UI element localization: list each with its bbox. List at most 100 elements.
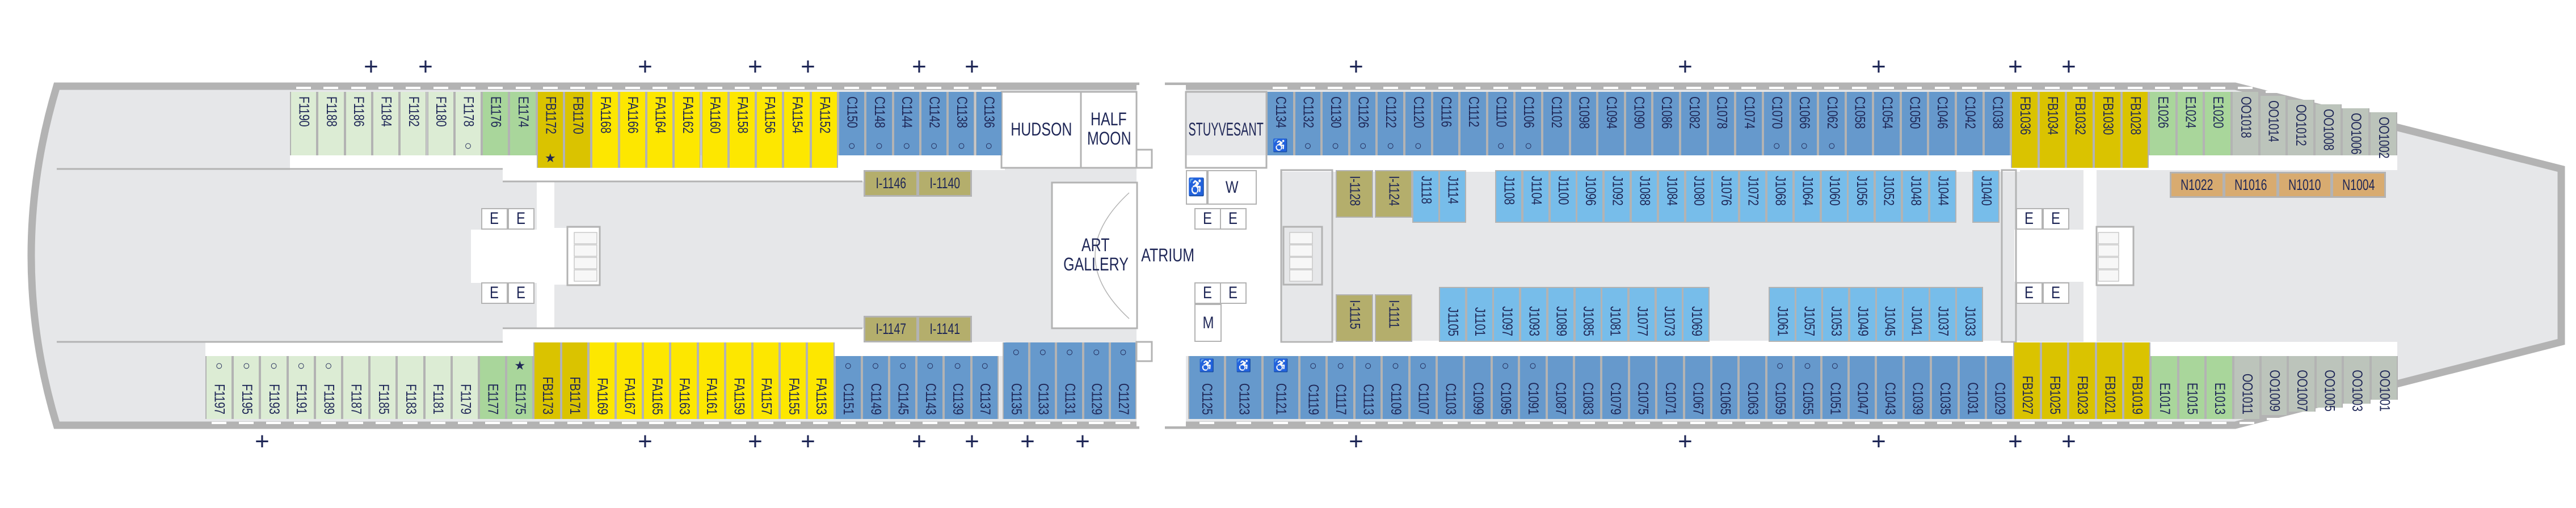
- cabin-C1121[interactable]: ♿C1121: [1262, 356, 1299, 424]
- cabin-C1070[interactable]: C1070○: [1762, 87, 1791, 155]
- elevator[interactable]: E: [481, 208, 508, 230]
- elevator[interactable]: E: [1194, 282, 1221, 304]
- cabin-C1031[interactable]: C1031: [1958, 356, 1986, 424]
- cabin-F1195[interactable]: ○F1195: [233, 356, 260, 424]
- mens-restroom[interactable]: M: [1194, 304, 1222, 342]
- cabin-C1047[interactable]: C1047: [1849, 356, 1876, 424]
- cabin-C1086[interactable]: C1086: [1652, 87, 1680, 155]
- cabin-J1089[interactable]: J1089: [1547, 287, 1575, 342]
- cabin-C1078[interactable]: C1078: [1707, 87, 1736, 155]
- cabin-FA1158[interactable]: FA1158: [728, 87, 756, 168]
- cabin-I-1140[interactable]: I-1140: [917, 170, 972, 197]
- cabin-FB1027[interactable]: FB1027: [2013, 342, 2041, 424]
- cabin-J1081[interactable]: J1081: [1601, 287, 1629, 342]
- cabin-F1193[interactable]: ○F1193: [260, 356, 288, 424]
- cabin-C1098[interactable]: C1098: [1569, 87, 1598, 155]
- cabin-F1187[interactable]: F1187: [342, 356, 370, 424]
- cabin-FB1036[interactable]: FB1036: [2011, 87, 2039, 168]
- cabin-C1144[interactable]: C1144○: [893, 87, 920, 155]
- cabin-C1087[interactable]: C1087: [1546, 356, 1574, 424]
- cabin-J1073[interactable]: J1073: [1655, 287, 1683, 342]
- cabin-OO1006[interactable]: OO1006: [2342, 103, 2369, 155]
- cabin-J1037[interactable]: J1037: [1929, 287, 1957, 342]
- cabin-J1108[interactable]: J1108: [1495, 170, 1522, 223]
- cabin-FA1167[interactable]: FA1167: [616, 342, 643, 424]
- cabin-C1109[interactable]: ○C1109: [1382, 356, 1409, 424]
- venue-stuyvesant[interactable]: STUYVESANT: [1188, 119, 1264, 139]
- cabin-E1015[interactable]: E1015: [2178, 356, 2206, 424]
- cabin-C1039[interactable]: C1039: [1903, 356, 1931, 424]
- cabin-F1182[interactable]: F1182: [399, 87, 427, 155]
- cabin-E1017[interactable]: E1017: [2150, 356, 2178, 424]
- cabin-F1189[interactable]: ○F1189: [314, 356, 342, 424]
- cabin-OO1002[interactable]: OO1002: [2369, 107, 2397, 159]
- cabin-J1061[interactable]: J1061: [1769, 287, 1796, 342]
- cabin-E1024[interactable]: E1024: [2176, 87, 2204, 155]
- cabin-C1127[interactable]: ○C1127: [1109, 342, 1137, 424]
- cabin-C1120[interactable]: C1120○: [1404, 87, 1432, 155]
- cabin-N1010[interactable]: N1010: [2278, 172, 2332, 198]
- cabin-C1095[interactable]: ○C1095: [1491, 356, 1519, 424]
- cabin-C1063[interactable]: C1063: [1739, 356, 1766, 424]
- cabin-FB1170[interactable]: FB1170: [564, 87, 592, 168]
- cabin-F1197[interactable]: ○F1197: [205, 356, 233, 424]
- cabin-J1064[interactable]: J1064: [1793, 170, 1821, 223]
- cabin-C1074[interactable]: C1074: [1735, 87, 1763, 155]
- cabin-C1103[interactable]: C1103: [1437, 356, 1464, 424]
- cabin-F1190[interactable]: F1190: [290, 87, 318, 155]
- cabin-C1038[interactable]: C1038: [1983, 87, 2011, 155]
- cabin-J1104[interactable]: J1104: [1522, 170, 1550, 223]
- cabin-J1114[interactable]: J1114: [1439, 170, 1466, 223]
- cabin-C1042[interactable]: C1042: [1956, 87, 1984, 155]
- cabin-J1076[interactable]: J1076: [1712, 170, 1740, 223]
- cabin-C1082[interactable]: C1082: [1680, 87, 1708, 155]
- cabin-N1016[interactable]: N1016: [2224, 172, 2278, 198]
- cabin-C1117[interactable]: ○C1117: [1327, 356, 1354, 424]
- cabin-C1133[interactable]: ○C1133: [1029, 342, 1057, 424]
- cabin-C1075[interactable]: C1075: [1628, 356, 1657, 424]
- cabin-C1116[interactable]: C1116: [1432, 87, 1460, 155]
- elevator[interactable]: E: [2043, 282, 2069, 304]
- cabin-C1083[interactable]: C1083: [1574, 356, 1602, 424]
- cabin-E1176[interactable]: E1176: [482, 87, 510, 155]
- cabin-C1090[interactable]: C1090: [1624, 87, 1653, 155]
- cabin-F1188[interactable]: F1188: [317, 87, 345, 155]
- cabin-C1059[interactable]: ○C1059: [1766, 356, 1794, 424]
- elevator[interactable]: E: [1220, 208, 1247, 230]
- cabin-FA1157[interactable]: FA1157: [752, 342, 780, 424]
- cabin-FA1168[interactable]: FA1168: [591, 87, 619, 168]
- cabin-C1148[interactable]: C1148○: [865, 87, 893, 155]
- cabin-FA1152[interactable]: FA1152: [810, 87, 838, 168]
- cabin-J1052[interactable]: J1052: [1875, 170, 1902, 223]
- cabin-OO1008[interactable]: OO1008: [2314, 99, 2342, 155]
- elevator[interactable]: E: [2016, 282, 2043, 304]
- cabin-OO1003[interactable]: OO1003: [2343, 356, 2371, 412]
- elevator[interactable]: E: [2043, 208, 2069, 230]
- cabin-FB1030[interactable]: FB1030: [2094, 87, 2122, 168]
- cabin-FB1034[interactable]: FB1034: [2038, 87, 2066, 168]
- cabin-F1191[interactable]: ○F1191: [287, 356, 315, 424]
- cabin-C1125[interactable]: ♿C1125: [1188, 356, 1226, 424]
- cabin-C1035[interactable]: C1035: [1931, 356, 1959, 424]
- cabin-FA1166[interactable]: FA1166: [618, 87, 646, 168]
- elevator[interactable]: E: [1194, 208, 1221, 230]
- cabin-J1040[interactable]: J1040: [1972, 170, 2000, 223]
- cabin-C1142[interactable]: C1142○: [920, 87, 948, 155]
- cabin-C1136[interactable]: C1136○: [975, 87, 1003, 155]
- cabin-I-1124[interactable]: I-1124: [1375, 170, 1412, 218]
- cabin-FB1021[interactable]: FB1021: [2095, 342, 2123, 424]
- cabin-C1079[interactable]: C1079: [1601, 356, 1629, 424]
- cabin-C1066[interactable]: C1066○: [1790, 87, 1818, 155]
- cabin-E1175[interactable]: ★E1175: [506, 356, 534, 424]
- elevator[interactable]: E: [508, 208, 534, 230]
- accessible-restroom[interactable]: ♿: [1186, 170, 1207, 205]
- cabin-N1022[interactable]: N1022: [2170, 172, 2224, 198]
- cabin-J1069[interactable]: J1069: [1682, 287, 1710, 342]
- cabin-FB1171[interactable]: FB1171: [561, 342, 588, 424]
- cabin-C1137[interactable]: ○C1137: [971, 356, 999, 424]
- cabin-J1105[interactable]: J1105: [1439, 287, 1466, 342]
- cabin-J1048[interactable]: J1048: [1902, 170, 1929, 223]
- cabin-E1174[interactable]: E1174: [509, 87, 537, 155]
- cabin-E1013[interactable]: E1013: [2205, 356, 2233, 424]
- cabin-J1057[interactable]: J1057: [1795, 287, 1823, 342]
